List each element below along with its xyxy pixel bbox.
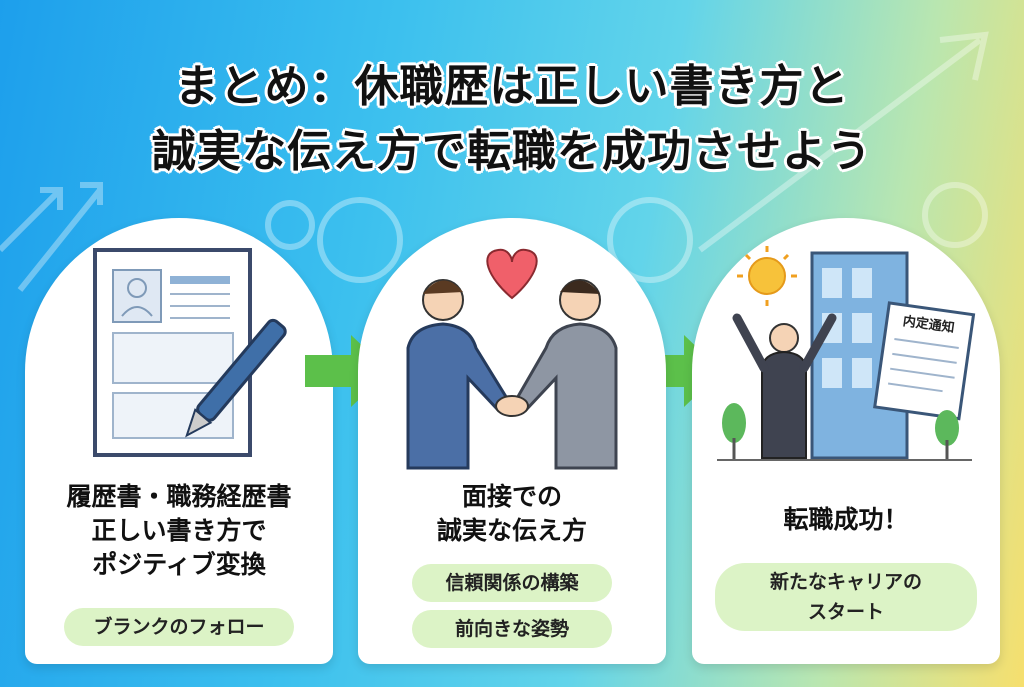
- pill-line: 新たなキャリアの: [769, 571, 922, 593]
- page-title-line1: まとめ：休職歴は正しい書き方と: [174, 61, 850, 112]
- step-card-interview: 面接での 誠実な伝え方 信頼関係の構築 前向きな姿勢: [358, 218, 666, 664]
- step-card-success: 内定通知 転職成功！ 新たなキャリアの スタート: [692, 218, 1000, 664]
- step-heading-line: 誠実な伝え方: [436, 516, 587, 545]
- pill-line: スタート: [807, 601, 884, 623]
- step-heading-line: ポジティブ変換: [92, 550, 266, 579]
- page-title-line2: 誠実な伝え方で転職を成功させよう: [152, 126, 872, 177]
- step-heading-line: 履歴書・職務経歴書: [66, 482, 292, 511]
- step-heading-line: 転職成功！: [783, 505, 909, 534]
- handshake-icon: [406, 248, 618, 470]
- success-building-icon: 内定通知: [717, 246, 976, 461]
- pill-blank-follow: ブランクのフォロー: [64, 608, 294, 646]
- step-heading-line: 正しい書き方で: [91, 516, 267, 545]
- offer-letter-label: 内定通知: [902, 313, 956, 336]
- pill-new-career: 新たなキャリアの スタート: [715, 563, 977, 631]
- step-card-resume: 履歴書・職務経歴書 正しい書き方で ポジティブ変換 ブランクのフォロー: [25, 218, 333, 664]
- pill-trust: 信頼関係の構築: [412, 564, 612, 602]
- resume-pen-icon: [93, 248, 287, 457]
- step-heading-line: 面接での: [461, 482, 562, 511]
- pill-positive: 前向きな姿勢: [412, 610, 612, 648]
